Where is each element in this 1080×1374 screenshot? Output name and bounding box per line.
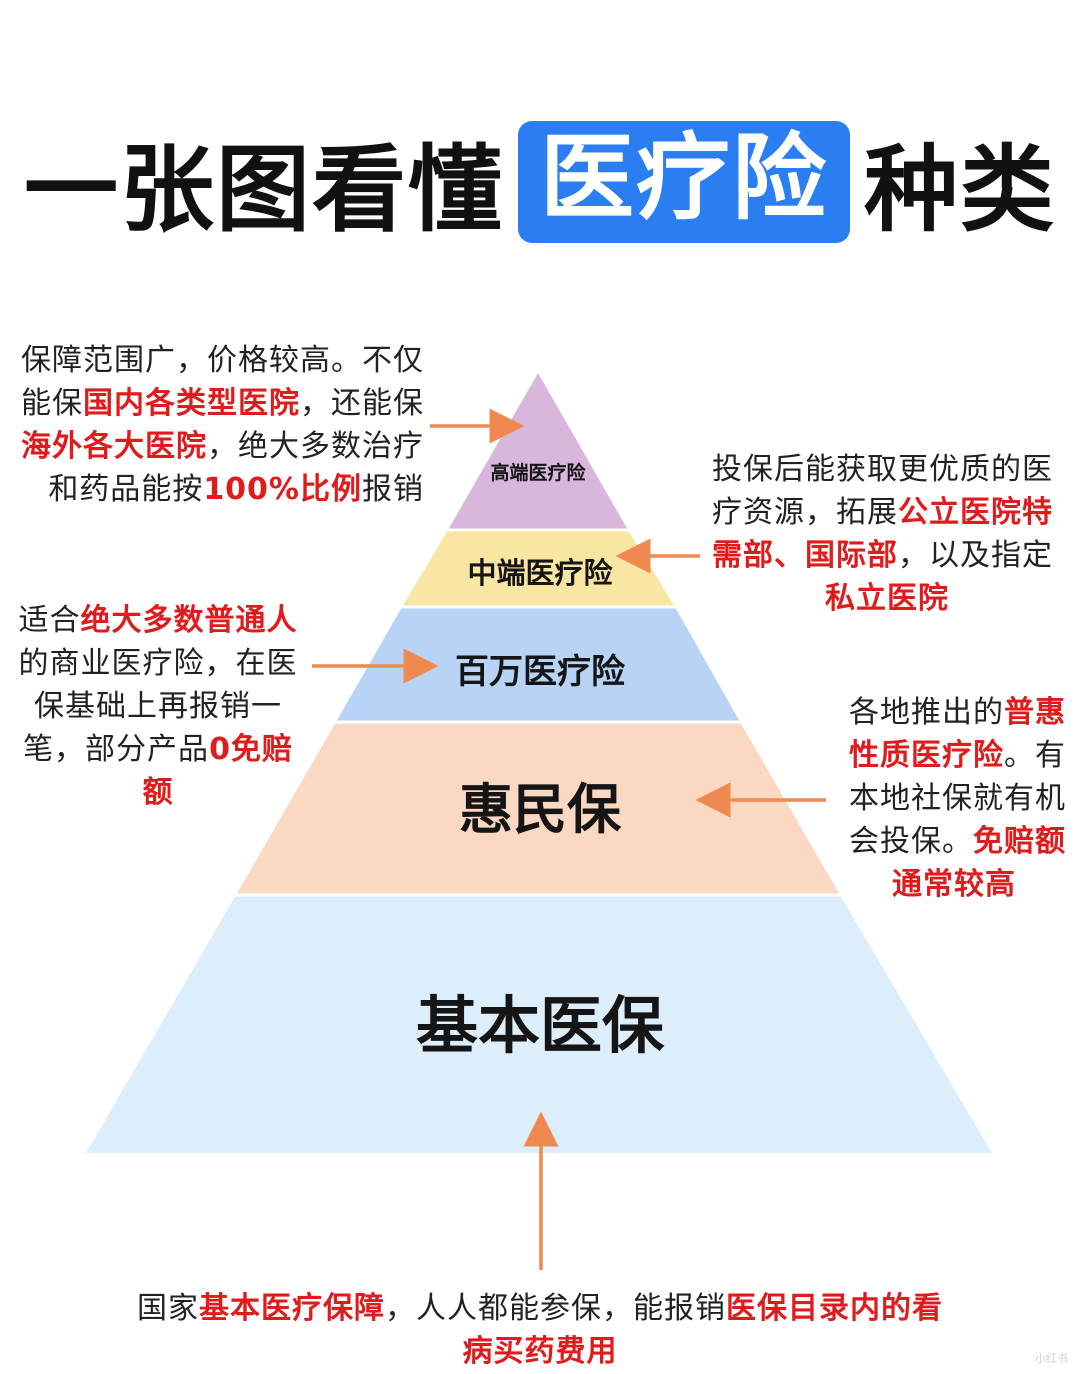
tier-basic	[86, 895, 992, 1153]
highlight-text: 100%比例	[203, 472, 362, 507]
note-text: ，人人都能参保，能报销	[385, 1291, 726, 1326]
note-text: 和药品能按	[48, 472, 204, 507]
highlight-text: 普惠	[1004, 695, 1066, 730]
tier-label-high-end: 高端医疗险	[490, 462, 586, 484]
note-text: 国家	[137, 1291, 199, 1326]
note-text: ，还能保	[300, 386, 424, 421]
note-line: 通常较高	[842, 863, 1066, 906]
note-mid-end: 投保后能获取更优质的医疗资源，拓展公立医院特需部、国际部，以及指定私立医院	[712, 448, 1062, 620]
tier-huimin	[236, 722, 840, 895]
highlight-text: 医保目录内的看	[726, 1291, 943, 1326]
note-text: 报销	[362, 472, 424, 507]
note-line: 投保后能获取更优质的医	[712, 448, 1062, 491]
note-text: 疗资源，拓展	[712, 495, 898, 530]
note-line: 需部、国际部，以及指定	[712, 534, 1062, 577]
tier-high-end	[448, 373, 628, 530]
note-text: 各地推出的	[849, 695, 1004, 730]
note-line: 的商业医疗险，在医	[8, 642, 308, 685]
note-text: 投保后能获取更优质的医	[712, 452, 1053, 487]
note-line: 本地社保就有机	[842, 777, 1066, 820]
note-text: 。有	[1004, 738, 1066, 773]
note-line: 国家基本医疗保障，人人都能参保，能报销医保目录内的看	[40, 1287, 1040, 1330]
note-text: 能保	[21, 386, 83, 421]
highlight-text: 病买药费用	[462, 1334, 618, 1369]
highlight-text: 绝大多数普通人	[80, 603, 298, 638]
note-line: 疗资源，拓展公立医院特	[712, 491, 1062, 534]
note-text: 本地社保就有机	[849, 781, 1066, 816]
note-high-end: 保障范围广，价格较高。不仅能保国内各类型医院，还能保海外各大医院，绝大多数治疗和…	[10, 339, 424, 511]
highlight-text: 私立医院	[825, 581, 949, 616]
note-huimin: 各地推出的普惠性质医疗险。有本地社保就有机会投保。免赔额通常较高	[842, 691, 1066, 906]
note-text: 会投保。	[849, 824, 973, 859]
note-million: 适合绝大多数普通人的商业医疗险，在医保基础上再报销一笔，部分产品0免赔额	[8, 599, 308, 814]
note-text: ，绝大多数治疗	[207, 429, 424, 464]
page-title: 一张图看懂 医疗险 种类	[0, 112, 1080, 252]
note-line: 和药品能按100%比例报销	[10, 468, 424, 511]
note-text: 的商业医疗险，在医	[18, 646, 298, 681]
note-basic: 国家基本医疗保障，人人都能参保，能报销医保目录内的看病买药费用	[40, 1287, 1040, 1373]
note-text: 保基础上再报销一	[34, 689, 282, 724]
note-line: 私立医院	[712, 577, 1062, 620]
highlight-text: 免赔额	[973, 824, 1066, 859]
highlight-text: 性质医疗险	[849, 738, 1004, 773]
highlight-text: 国内各类型医院	[83, 386, 300, 421]
highlight-text: 海外各大医院	[21, 429, 207, 464]
tier-mid-end	[402, 530, 675, 607]
title-highlight: 医疗险	[517, 120, 850, 244]
note-line: 会投保。免赔额	[842, 820, 1066, 863]
note-line: 病买药费用	[40, 1330, 1040, 1373]
tier-million	[336, 607, 740, 722]
highlight-text: 0免赔额	[142, 732, 293, 810]
highlight-text: 基本医疗保障	[199, 1291, 385, 1326]
note-text: ，以及指定	[898, 538, 1053, 573]
watermark: 小红书	[1035, 1352, 1068, 1365]
title-suffix: 种类	[864, 136, 1057, 245]
note-line: 性质医疗险。有	[842, 734, 1066, 777]
note-line: 能保国内各类型医院，还能保	[10, 382, 424, 425]
note-line: 保障范围广，价格较高。不仅	[10, 339, 424, 382]
note-line: 各地推出的普惠	[842, 691, 1066, 734]
note-line: 海外各大医院，绝大多数治疗	[10, 425, 424, 468]
note-line: 笔，部分产品0免赔额	[8, 728, 308, 814]
tier-label-mid-end: 中端医疗险	[467, 556, 613, 590]
tier-label-huimin: 惠民保	[459, 778, 621, 841]
note-text: 适合	[18, 603, 81, 638]
note-text: 笔，部分产品	[23, 732, 210, 767]
highlight-text: 需部、国际部	[712, 538, 898, 573]
tier-label-basic: 基本医保	[415, 989, 665, 1062]
highlight-text: 通常较高	[892, 867, 1016, 902]
note-line: 保基础上再报销一	[8, 685, 308, 728]
note-text: 保障范围广，价格较高。不仅	[21, 343, 424, 378]
tier-label-million: 百万医疗险	[455, 652, 625, 692]
title-prefix: 一张图看懂	[23, 136, 504, 245]
note-line: 适合绝大多数普通人	[8, 599, 308, 642]
highlight-text: 公立医院特	[898, 495, 1053, 530]
